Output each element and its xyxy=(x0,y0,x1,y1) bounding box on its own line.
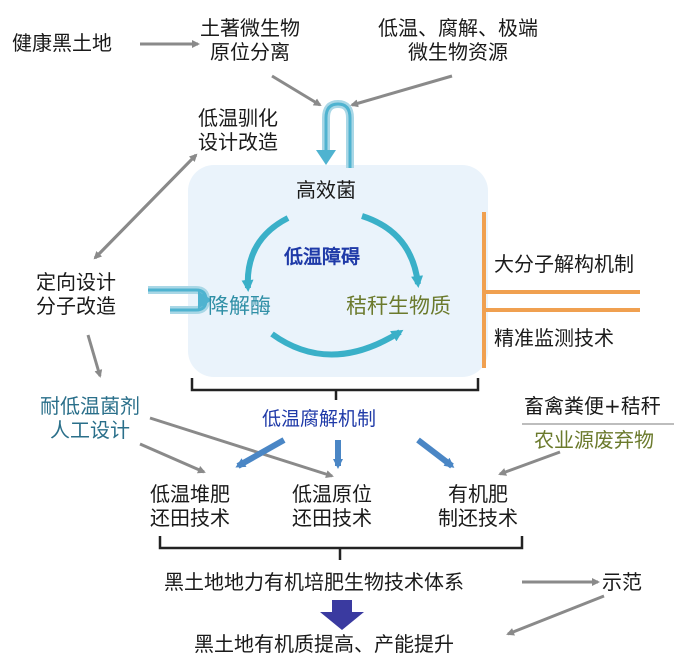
arrow-agent-to-compost xyxy=(139,442,206,474)
node-isolation: 土著微生物 原位分离 xyxy=(200,16,300,64)
arrow-design-to-agent xyxy=(86,334,103,378)
strain-u-arrowhead xyxy=(316,150,336,165)
enzyme-hook-pipe xyxy=(148,286,211,314)
node-directed-design: 定向设计 分子改造 xyxy=(36,270,116,318)
node-agri-waste: 农业源废弃物 xyxy=(534,428,654,452)
node-low-temp-barrier: 低温障碍 xyxy=(284,246,361,268)
node-organic-fert: 有机肥 制还技术 xyxy=(438,482,518,530)
node-manure: 畜禽粪便+秸秆 xyxy=(524,394,661,418)
node-enzyme: 降解酶 xyxy=(208,294,271,318)
cycle-arc-left xyxy=(241,215,290,292)
mechanism-bracket xyxy=(190,378,480,392)
core-process-box xyxy=(188,165,488,377)
arrow-resources-to-strain xyxy=(350,74,453,108)
node-acclimation: 低温驯化 设计改造 xyxy=(198,106,278,154)
node-efficient-strain: 高效菌 xyxy=(296,178,356,202)
node-demo: 示范 xyxy=(602,570,642,594)
node-resources: 低温、腐解、极端 微生物资源 xyxy=(378,16,538,64)
enzyme-hook-arrowhead xyxy=(198,291,212,309)
arrow-mechanism-to-compost xyxy=(235,437,286,469)
node-straw: 秸秆生物质 xyxy=(346,294,451,318)
cycle-arc-right xyxy=(361,213,424,288)
node-system: 黑土地地力有机培肥生物技术体系 xyxy=(164,570,464,594)
node-mechanism: 低温腐解机制 xyxy=(262,408,377,430)
arrow-demo-to-outcome xyxy=(506,594,605,636)
cycle-arc-bottom xyxy=(270,329,404,358)
node-healthy-soil: 健康黑土地 xyxy=(12,31,112,55)
node-compost: 低温堆肥 还田技术 xyxy=(150,482,230,530)
technology-bracket xyxy=(158,536,524,550)
outcome-arrow xyxy=(320,600,364,630)
arrow-mechanism-to-organic xyxy=(416,437,455,469)
arrow-acclimation-to-design xyxy=(93,153,198,260)
node-outcome: 黑土地有机质提高、产能提升 xyxy=(194,632,454,656)
node-agent-design: 耐低温菌剂 人工设计 xyxy=(40,394,140,442)
node-monitoring: 精准监测技术 xyxy=(494,326,614,350)
strain-u-pipe-inner xyxy=(324,102,352,168)
arrow-agent-to-insitu xyxy=(149,416,334,478)
node-macromolecule: 大分子解构机制 xyxy=(494,252,634,276)
arrow-isolation-to-strain xyxy=(271,74,322,107)
node-in-situ: 低温原位 还田技术 xyxy=(292,482,372,530)
arrow-waste-to-organic xyxy=(498,450,561,476)
